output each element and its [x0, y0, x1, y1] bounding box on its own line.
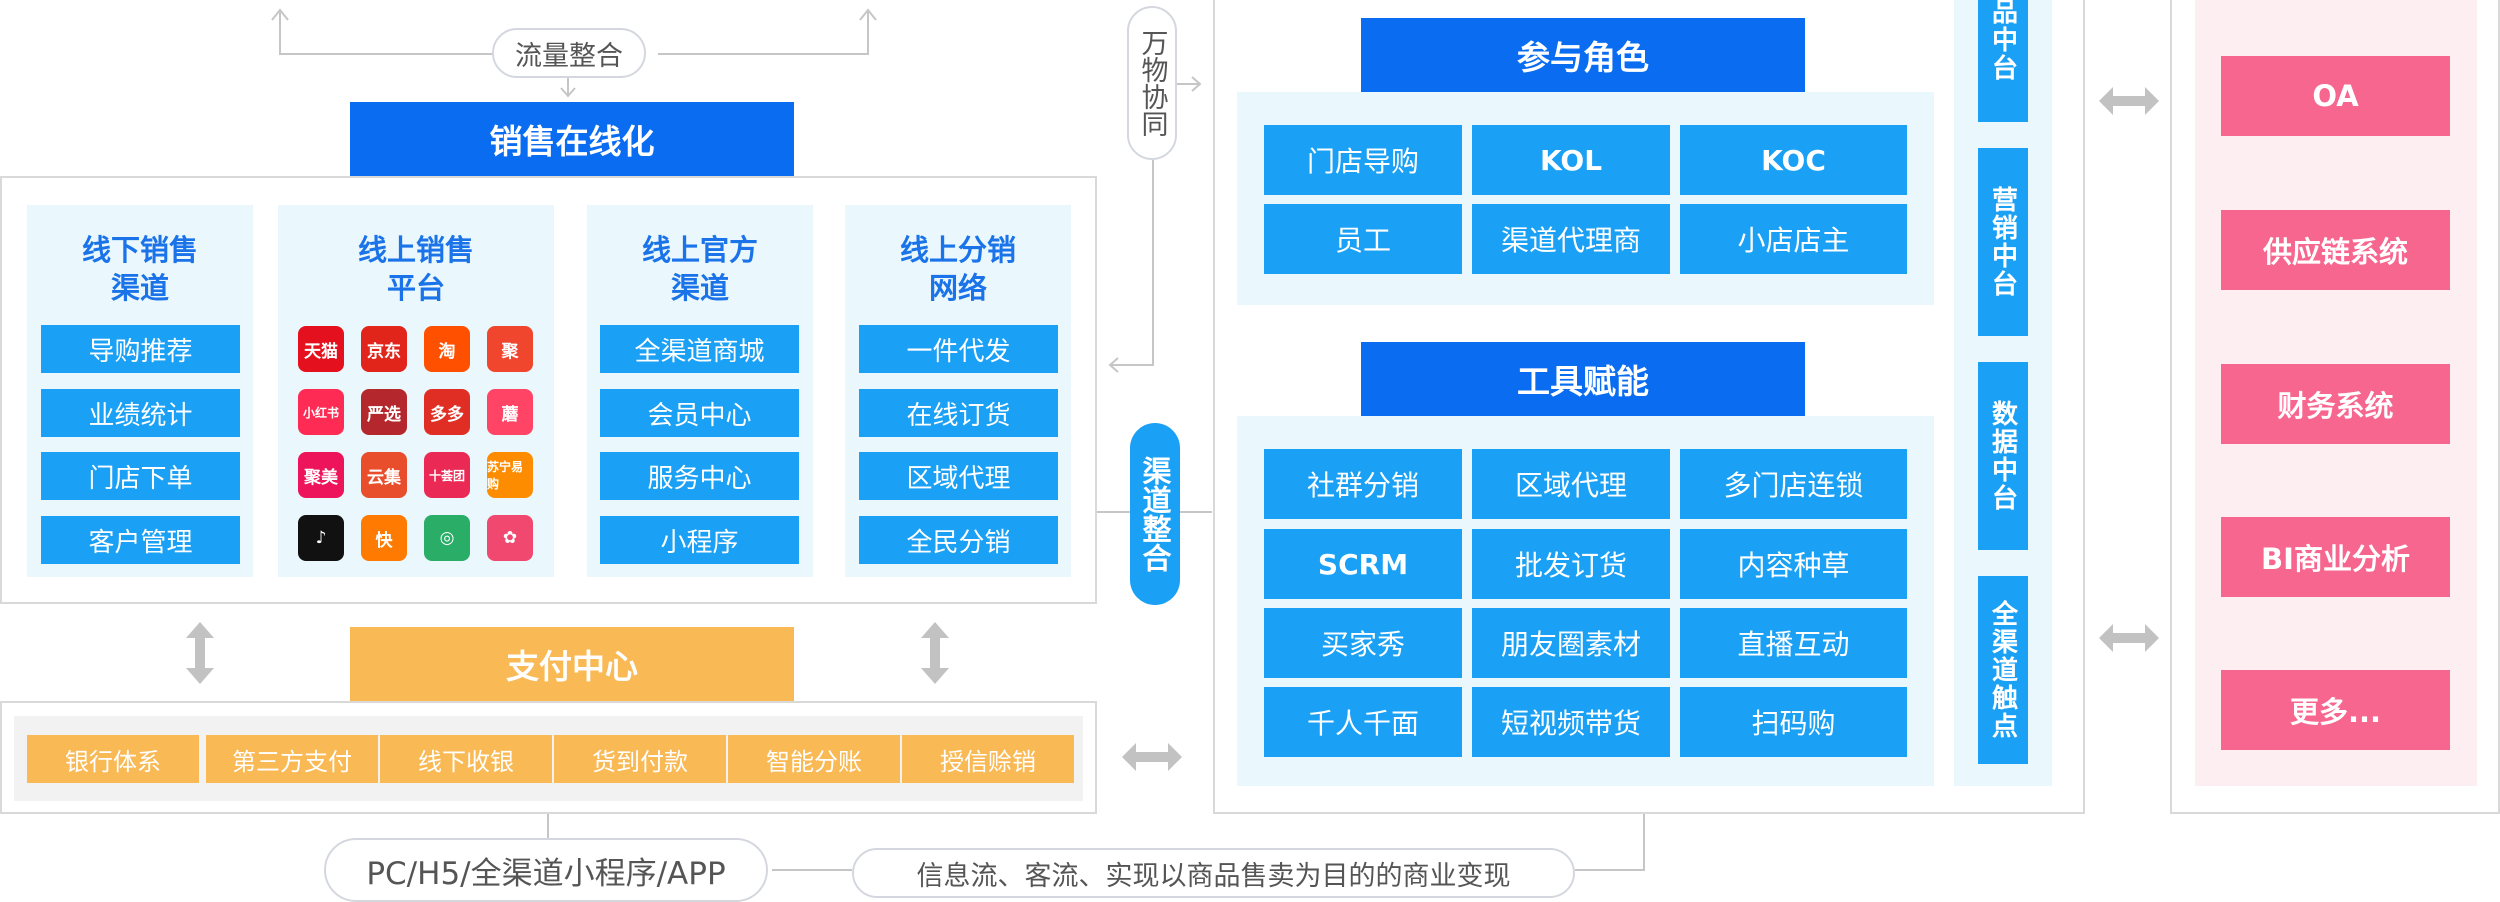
horizontal-double-arrow-icon — [2099, 624, 2159, 652]
tool-scrm[interactable]: SCRM — [1264, 529, 1462, 599]
guide-recommend-item[interactable]: 导购推荐 — [41, 325, 240, 373]
tool-personalization[interactable]: 千人千面 — [1264, 687, 1462, 757]
channel-integration-label: 渠道整合 — [1130, 423, 1180, 605]
smart-split-item[interactable]: 智能分账 — [728, 735, 900, 783]
tmall-logo[interactable]: 天猫 — [298, 326, 344, 372]
customer-management-item[interactable]: 客户管理 — [41, 516, 240, 564]
jd-logo[interactable]: 京东 — [361, 326, 407, 372]
role-store-guide[interactable]: 门店导购 — [1264, 125, 1462, 195]
tool-content-seeding[interactable]: 内容种草 — [1680, 529, 1907, 599]
service-center-item[interactable]: 服务中心 — [600, 452, 799, 500]
dropshipping-item[interactable]: 一件代发 — [859, 325, 1058, 373]
yanxuan-logo[interactable]: 严选 — [361, 389, 407, 435]
tool-buyer-show[interactable]: 买家秀 — [1264, 608, 1462, 678]
tool-scan-to-buy[interactable]: 扫码购 — [1680, 687, 1907, 757]
omnichannel-touchpoint-tab[interactable]: 全渠道触点 — [1978, 576, 2028, 764]
business-flow-label: 信息流、客流、实现以商品售卖为目的的商业变现 — [852, 848, 1575, 898]
system-more-button[interactable]: 更多... — [2221, 670, 2450, 750]
yunji-logo[interactable]: 云集 — [361, 452, 407, 498]
mogujie-logo[interactable]: 蘑 — [487, 389, 533, 435]
system-finance-button[interactable]: 财务系统 — [2221, 364, 2450, 444]
roles-title: 参与角色 — [1361, 18, 1805, 92]
meituan-logo[interactable]: 十荟团 — [424, 452, 470, 498]
suning-logo[interactable]: 苏宁易购 — [487, 452, 533, 498]
cash-on-delivery-item[interactable]: 货到付款 — [554, 735, 726, 783]
tool-regional-agent[interactable]: 区域代理 — [1472, 449, 1670, 519]
horizontal-double-arrow-icon — [2099, 87, 2159, 115]
bank-system-item[interactable]: 银行体系 — [27, 735, 199, 783]
system-bi-analysis-button[interactable]: BI商业分析 — [2221, 517, 2450, 597]
role-kol[interactable]: KOL — [1472, 125, 1670, 195]
taobao-logo[interactable]: 淘 — [424, 326, 470, 372]
tools-title: 工具赋能 — [1361, 342, 1805, 416]
role-koc[interactable]: KOC — [1680, 125, 1907, 195]
offline-sales-title: 线下销售 渠道 — [81, 233, 198, 305]
traffic-integration-label: 流量整合 — [492, 28, 646, 78]
pinduoduo-logo[interactable]: 多多 — [424, 389, 470, 435]
credit-sales-item[interactable]: 授信赊销 — [902, 735, 1074, 783]
horizontal-double-arrow-icon — [1122, 743, 1182, 771]
vertical-double-arrow-icon — [921, 622, 949, 684]
tool-wholesale-ordering[interactable]: 批发订货 — [1472, 529, 1670, 599]
collaboration-label: 万物协同 — [1127, 6, 1177, 160]
store-order-item[interactable]: 门店下单 — [41, 452, 240, 500]
online-ordering-item[interactable]: 在线订货 — [859, 389, 1058, 437]
universal-distribution-item[interactable]: 全民分销 — [859, 516, 1058, 564]
offline-cashier-item[interactable]: 线下收银 — [380, 735, 552, 783]
data-middle-platform-tab[interactable]: 数据中台 — [1978, 362, 2028, 550]
platform-logo-grid: 天猫京东淘聚小红书严选多多蘑聚美云集十荟团苏宁易购 ♪ 快 ◎ ✿ — [298, 326, 538, 562]
system-oa-button[interactable]: OA — [2221, 56, 2450, 136]
regional-agent-item[interactable]: 区域代理 — [859, 452, 1058, 500]
role-employee[interactable]: 员工 — [1264, 204, 1462, 274]
juhuasuan-logo[interactable]: 聚 — [487, 326, 533, 372]
tool-multi-store-chain[interactable]: 多门店连锁 — [1680, 449, 1907, 519]
tool-short-video-sales[interactable]: 短视频带货 — [1472, 687, 1670, 757]
xiaohongshu-logo[interactable]: 小红书 — [298, 389, 344, 435]
third-party-payment-item[interactable]: 第三方支付 — [206, 735, 378, 783]
official-channels-title: 线上官方 渠道 — [641, 233, 758, 305]
kuaishou-logo[interactable]: 快 — [361, 515, 407, 561]
marketing-middle-platform-tab[interactable]: 营销中台 — [1978, 148, 2028, 336]
tool-moments-material[interactable]: 朋友圈素材 — [1472, 608, 1670, 678]
distribution-network-title: 线上分销 网络 — [899, 233, 1016, 305]
jumei-logo[interactable]: 聚美 — [298, 452, 344, 498]
role-shop-owner[interactable]: 小店店主 — [1680, 204, 1907, 274]
online-platforms-title: 线上销售 平台 — [357, 233, 474, 305]
performance-stats-item[interactable]: 业绩统计 — [41, 389, 240, 437]
system-supply-chain-button[interactable]: 供应链系统 — [2221, 210, 2450, 290]
wechat-mini-logo[interactable]: ◎ — [424, 515, 470, 561]
douyin-logo[interactable]: ♪ — [298, 515, 344, 561]
role-channel-agent[interactable]: 渠道代理商 — [1472, 204, 1670, 274]
payment-center-title: 支付中心 — [350, 627, 794, 701]
omnichannel-mall-item[interactable]: 全渠道商城 — [600, 325, 799, 373]
flower-logo[interactable]: ✿ — [487, 515, 533, 561]
tool-live-interaction[interactable]: 直播互动 — [1680, 608, 1907, 678]
product-middle-platform-tab[interactable]: 品中台 — [1978, 0, 2028, 122]
member-center-item[interactable]: 会员中心 — [600, 389, 799, 437]
platforms-label: PC/H5/全渠道小程序/APP — [324, 838, 768, 902]
tool-community-distribution[interactable]: 社群分销 — [1264, 449, 1462, 519]
mini-program-item[interactable]: 小程序 — [600, 516, 799, 564]
vertical-double-arrow-icon — [186, 622, 214, 684]
sales-online-title: 销售在线化 — [350, 102, 794, 176]
